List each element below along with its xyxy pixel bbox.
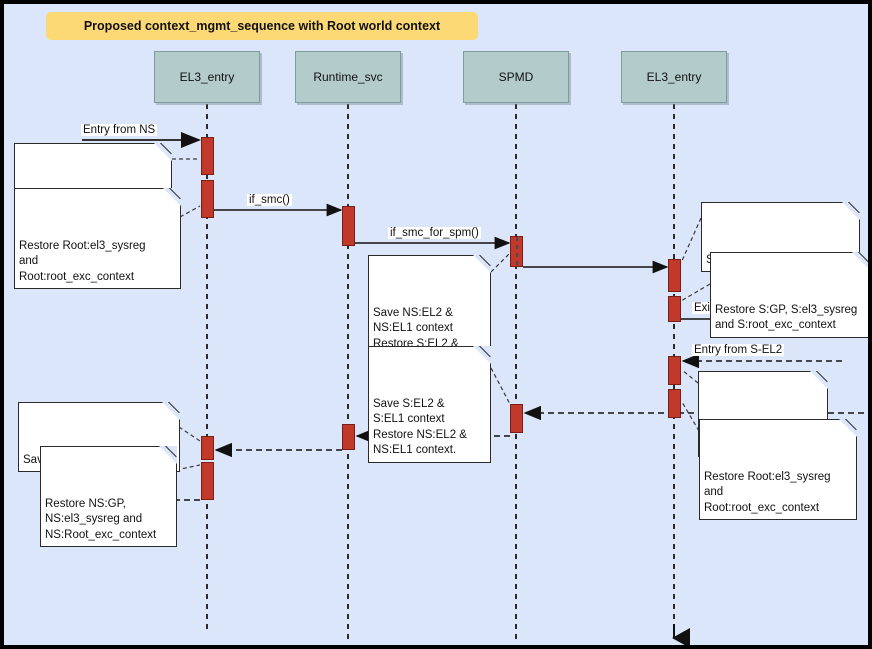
note-connector-save-s-gp bbox=[681, 369, 699, 384]
activation-el3-entry-left-3 bbox=[201, 436, 214, 460]
message-label-entry-from-s-el2: Entry from S-EL2 bbox=[692, 344, 785, 356]
note-save-s-el2: Save S:EL2 & S:EL1 context Restore NS:EL… bbox=[368, 346, 491, 463]
activation-runtime-svc-1 bbox=[342, 206, 355, 246]
activation-el3-entry-left-2 bbox=[201, 180, 214, 218]
note-text: Restore S:GP, S:el3_sysreg and S:root_ex… bbox=[715, 303, 858, 332]
note-connector-save-ns-el2 bbox=[490, 252, 511, 273]
note-connector-restore-root-1 bbox=[179, 205, 201, 218]
note-fold-icon bbox=[473, 346, 491, 364]
lifeline-label: Runtime_svc bbox=[313, 70, 383, 84]
lifeline-label: EL3_entry bbox=[179, 70, 235, 84]
lifeline-label: SPMD bbox=[498, 70, 534, 84]
activation-el3-entry-right-2 bbox=[668, 296, 681, 322]
activation-spmd-1 bbox=[510, 236, 523, 267]
activation-el3-entry-left-1 bbox=[201, 137, 214, 175]
message-label-entry-from-ns: Entry from NS bbox=[81, 124, 158, 136]
note-text: Save S:EL2 & S:EL1 context Restore NS:EL… bbox=[373, 397, 467, 457]
activation-runtime-svc-2 bbox=[342, 424, 355, 450]
note-text: Restore Root:el3_sysreg and Root:root_ex… bbox=[704, 470, 831, 514]
activation-el3-entry-right-4 bbox=[668, 389, 681, 418]
diagram-title-banner: Proposed context_mgmt_sequence with Root… bbox=[46, 12, 478, 40]
lifeline-head-el3-entry-left[interactable]: EL3_entry bbox=[154, 51, 260, 103]
note-fold-icon bbox=[159, 446, 177, 464]
activation-spmd-2 bbox=[510, 404, 523, 433]
lifeline-head-el3-entry-right[interactable]: EL3_entry bbox=[621, 51, 727, 103]
note-text: Restore NS:GP, NS:el3_sysreg and NS:Root… bbox=[45, 497, 157, 541]
note-fold-icon bbox=[154, 143, 172, 161]
note-connector-save-s-el2 bbox=[490, 367, 512, 407]
lifeline-head-runtime-svc[interactable]: Runtime_svc bbox=[295, 51, 401, 103]
note-connector-save-root-exc-left bbox=[178, 426, 201, 442]
note-restore-s-gp: Restore S:GP, S:el3_sysreg and S:root_ex… bbox=[710, 252, 868, 338]
note-fold-icon bbox=[473, 255, 491, 273]
note-fold-icon bbox=[842, 202, 860, 220]
note-fold-icon bbox=[852, 252, 868, 270]
note-restore-root-el3sysreg-1: Restore Root:el3_sysreg and Root:root_ex… bbox=[14, 188, 181, 289]
note-connector-save-root-exc-right bbox=[680, 217, 702, 264]
activation-el3-entry-right-3 bbox=[668, 356, 681, 385]
note-connector-restore-root-2 bbox=[681, 401, 700, 432]
note-restore-root-el3sysreg-2: Restore Root:el3_sysreg and Root:root_ex… bbox=[699, 419, 857, 520]
message-label-if-smc-for-spm: if_smc_for_spm() bbox=[388, 227, 481, 239]
activation-el3-entry-left-4 bbox=[201, 462, 214, 500]
note-fold-icon bbox=[810, 371, 828, 389]
lifeline-dash-overlay bbox=[515, 237, 518, 266]
note-connector-restore-s-gp bbox=[680, 283, 711, 302]
note-fold-icon bbox=[162, 402, 180, 420]
note-text: Restore Root:el3_sysreg and Root:root_ex… bbox=[19, 239, 146, 283]
page-title: Proposed context_mgmt_sequence with Root… bbox=[83, 19, 441, 33]
note-restore-ns-gp: Restore NS:GP, NS:el3_sysreg and NS:Root… bbox=[40, 446, 177, 547]
lifeline-head-spmd[interactable]: SPMD bbox=[463, 51, 569, 103]
note-fold-icon bbox=[163, 188, 181, 206]
activation-el3-entry-right-1 bbox=[668, 259, 681, 292]
message-label-if-smc: if_smc() bbox=[247, 194, 292, 206]
note-fold-icon bbox=[839, 419, 857, 437]
lifeline-label: EL3_entry bbox=[646, 70, 702, 84]
